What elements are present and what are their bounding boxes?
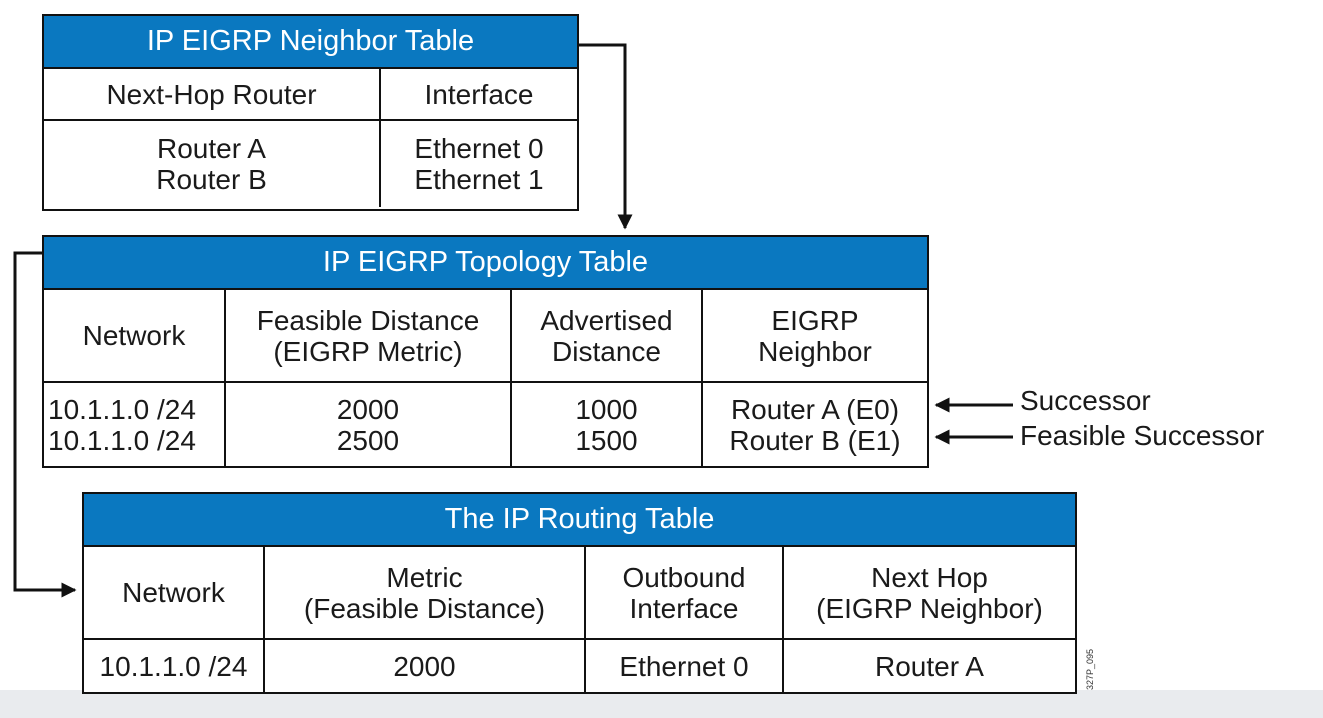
topology-table: IP EIGRP Topology Table Network Feasible… xyxy=(42,235,929,468)
routing-metric: 2000 xyxy=(263,640,584,692)
neighbor-to-topology-arrow xyxy=(579,43,633,230)
routing-next-hop: Router A xyxy=(782,640,1075,692)
feasible-successor-label: Feasible Successor xyxy=(1020,420,1265,451)
header-advertised-distance: Advertised Distance xyxy=(510,290,701,381)
header-line: (EIGRP Metric) xyxy=(273,335,463,367)
topology-neighbor: Router B (E1) xyxy=(729,424,901,456)
neighbor-table-title: IP EIGRP Neighbor Table xyxy=(44,16,577,69)
header-line: Next Hop xyxy=(871,561,988,593)
neighbor-router: Router A xyxy=(157,133,266,164)
header-line: (EIGRP Neighbor) xyxy=(816,592,1043,624)
topology-fd: 2000 xyxy=(336,393,400,425)
header-line: Feasible Distance xyxy=(256,304,480,336)
routing-table-header-row: Network Metric (Feasible Distance) Outbo… xyxy=(84,547,1075,640)
header-metric: Metric (Feasible Distance) xyxy=(263,547,584,638)
header-next-hop: Next Hop (EIGRP Neighbor) xyxy=(782,547,1075,638)
neighbor-table-header-row: Next-Hop Router Interface xyxy=(44,69,577,121)
advertised-distance-cell: 1000 1500 xyxy=(510,383,701,466)
network-cell: 10.1.1.0 /24 10.1.1.0 /24 xyxy=(44,383,224,466)
neighbor-table-body: Router A Router B Ethernet 0 Ethernet 1 xyxy=(44,121,577,207)
routing-table: The IP Routing Table Network Metric (Fea… xyxy=(82,492,1077,694)
successor-label: Successor xyxy=(1020,385,1151,416)
feasible-distance-cell: 2000 2500 xyxy=(224,383,510,466)
header-line: EIGRP xyxy=(771,304,859,336)
header-line: (Feasible Distance) xyxy=(303,592,546,624)
neighbor-router: Router B xyxy=(156,164,267,195)
header-line: Neighbor xyxy=(758,335,872,367)
header-line: Outbound xyxy=(622,561,746,593)
header-interface: Interface xyxy=(379,69,577,119)
header-line: Interface xyxy=(629,592,739,624)
header-line: Advertised xyxy=(540,304,673,336)
topology-neighbor: Router A (E0) xyxy=(730,393,900,425)
topology-fd: 2500 xyxy=(336,424,400,456)
routing-table-title: The IP Routing Table xyxy=(84,494,1075,547)
neighbor-interface: Ethernet 0 xyxy=(414,133,544,164)
header-line: Metric xyxy=(386,561,463,593)
header-line: Network xyxy=(122,577,225,608)
header-next-hop-router: Next-Hop Router xyxy=(106,78,317,110)
topology-table-title: IP EIGRP Topology Table xyxy=(44,237,927,290)
topology-network: 10.1.1.0 /24 xyxy=(48,393,196,425)
header-eigrp-neighbor: EIGRP Neighbor xyxy=(701,290,927,381)
topology-ad: 1500 xyxy=(575,424,638,456)
bottom-strip xyxy=(0,690,1323,718)
topology-table-header-row: Network Feasible Distance (EIGRP Metric)… xyxy=(44,290,927,383)
topology-network: 10.1.1.0 /24 xyxy=(48,424,196,456)
header-line: Distance xyxy=(552,335,661,367)
eigrp-neighbor-cell: Router A (E0) Router B (E1) xyxy=(701,383,927,466)
neighbor-interface: Ethernet 1 xyxy=(414,164,544,195)
next-hop-router-cell: Router A Router B xyxy=(44,121,379,207)
routing-network: 10.1.1.0 /24 xyxy=(99,650,248,682)
neighbor-table: IP EIGRP Neighbor Table Next-Hop Router … xyxy=(42,14,579,211)
header-network: Network xyxy=(84,547,263,638)
interface-cell: Ethernet 0 Ethernet 1 xyxy=(379,121,577,207)
header-line: Network xyxy=(82,320,186,351)
figure-id: 327P_095 xyxy=(1085,648,1095,690)
header-outbound-interface: Outbound Interface xyxy=(584,547,782,638)
header-network: Network xyxy=(44,290,224,381)
routing-table-row: 10.1.1.0 /24 2000 Ethernet 0 Router A xyxy=(84,640,1075,692)
header-feasible-distance: Feasible Distance (EIGRP Metric) xyxy=(224,290,510,381)
routing-interface: Ethernet 0 xyxy=(584,640,782,692)
topology-table-body: 10.1.1.0 /24 10.1.1.0 /24 2000 2500 1000… xyxy=(44,383,927,466)
topology-ad: 1000 xyxy=(575,393,638,425)
